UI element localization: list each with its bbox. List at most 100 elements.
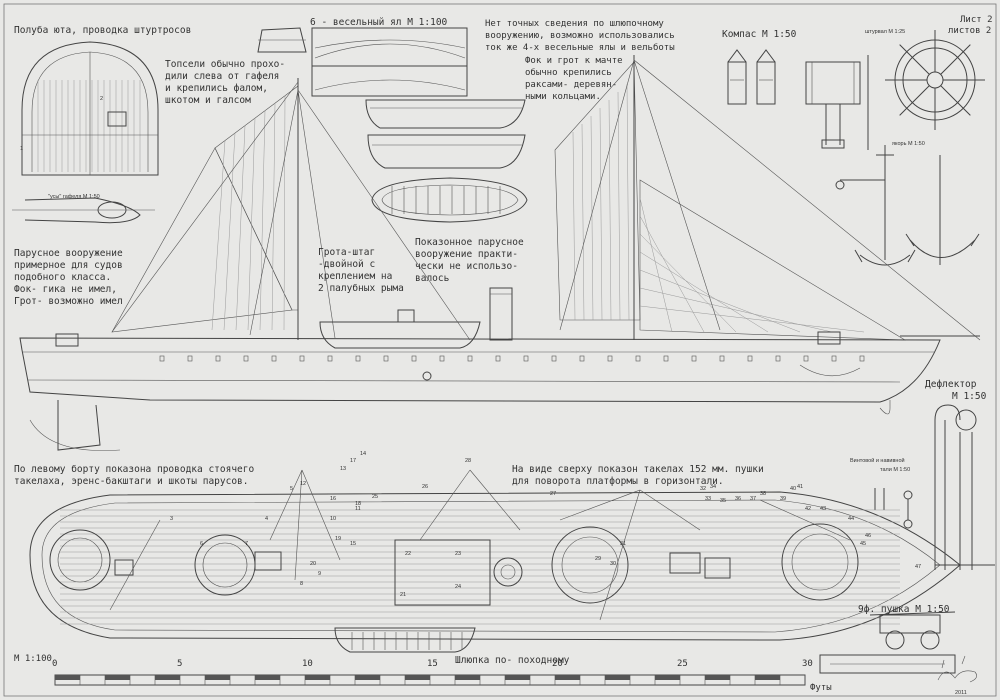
callout-number: 26 bbox=[422, 484, 428, 490]
shown-rig-note-line-4: валось bbox=[415, 273, 450, 284]
scale-tick-label: 30 bbox=[802, 659, 813, 669]
callout-number: 43 bbox=[820, 506, 826, 512]
no-data-note-line-1: Нет точных сведения по шлюпочному bbox=[485, 19, 664, 29]
callout-number: 15 bbox=[350, 541, 356, 547]
shown-rig-note-line-2: вооружение практи- bbox=[415, 249, 518, 260]
scale-tick-label: 5 bbox=[177, 659, 182, 669]
author-signature bbox=[937, 655, 977, 683]
no-data-note-line-2: вооружению, возможно использовались bbox=[485, 31, 675, 41]
callout-number: 17 bbox=[350, 458, 356, 464]
signature-year: 2011 bbox=[955, 690, 967, 696]
tackle-label-line-1: Винтовой и навивной bbox=[850, 457, 905, 464]
callout-number: 16 bbox=[330, 496, 336, 502]
callout-number: 25 bbox=[372, 494, 378, 500]
callout-number: 34 bbox=[710, 484, 716, 490]
callout-number: 2 bbox=[100, 96, 103, 102]
no-data-note-line-3: ток же 4-х весельные ялы и вельботы bbox=[485, 42, 675, 53]
callout-number: 12 bbox=[300, 481, 306, 487]
feet-label: Футы bbox=[810, 683, 832, 693]
six-oar-yawl-drawings bbox=[257, 27, 528, 223]
port-side-note-line-2: такелаха, эренс-бакштаги и шкоты парусов… bbox=[14, 476, 249, 487]
deck-plan-view bbox=[29, 469, 995, 653]
stay-note-line-4: 2 палубных рыма bbox=[318, 283, 404, 294]
callout-number: 41 bbox=[797, 484, 803, 490]
scale-tick-label: 15 bbox=[427, 659, 438, 669]
stay-note-line-1: Грота-штаг bbox=[318, 247, 375, 258]
fore-note-line-1: Фок и грот к мачте bbox=[525, 56, 623, 66]
callout-number: 45 bbox=[860, 541, 866, 547]
callout-number: 21 bbox=[400, 592, 406, 598]
callout-number: 28 bbox=[465, 458, 471, 464]
scale-bar bbox=[54, 674, 806, 686]
scale-tick-label: 20 bbox=[552, 659, 563, 669]
scale-tick-label: 25 bbox=[677, 659, 688, 669]
wheel-label: штурвал М 1:25 bbox=[865, 29, 905, 35]
topsail-note-line-1: Топсели обычно прохо- bbox=[165, 59, 285, 70]
top-view-note-line-2: для поворота платформы в горизонтали. bbox=[512, 476, 724, 487]
stay-note-line-3: креплением на bbox=[318, 271, 392, 282]
callout-number: 13 bbox=[340, 466, 346, 472]
callout-number: 22 bbox=[405, 551, 411, 557]
callout-number: 7 bbox=[245, 541, 248, 547]
callout-number: 39 bbox=[780, 496, 786, 502]
callout-number: 6 bbox=[200, 541, 203, 547]
callout-number: 24 bbox=[455, 584, 461, 590]
callout-number: 44 bbox=[848, 516, 854, 522]
callout-number: 8 bbox=[300, 581, 303, 587]
compass-drawing bbox=[727, 49, 776, 105]
poop-deck-plan bbox=[21, 41, 159, 176]
sheet-number: Лист 2 bbox=[960, 15, 993, 25]
shown-rig-note-line-1: Показонное парусное bbox=[415, 237, 524, 248]
sheet-count: листов 2 bbox=[948, 26, 991, 36]
rig-note-line-5: Грот- возможно имел bbox=[14, 296, 123, 307]
rig-note-line-3: подобного класса. bbox=[14, 272, 111, 283]
tackle-drawings bbox=[874, 488, 913, 529]
stay-note-line-2: -двойной с bbox=[318, 259, 375, 270]
callout-number: 4 bbox=[265, 516, 268, 522]
topsail-note-line-3: и крепились фалом, bbox=[165, 83, 268, 94]
fore-note-line-4: ными кольцами. bbox=[525, 92, 601, 102]
topsail-note-line-2: дили слева от гафеля bbox=[165, 71, 279, 82]
callout-number: 37 bbox=[750, 496, 756, 502]
tackle-label-line-2: тали М 1:50 bbox=[880, 467, 910, 473]
callout-number: 36 bbox=[735, 496, 741, 502]
port-side-note-line-1: По левому борту показона проводка стояче… bbox=[14, 464, 254, 475]
rig-note-line-1: Парусное вооружение bbox=[14, 248, 123, 259]
anchor-label: якорь М 1:50 bbox=[892, 141, 925, 147]
scale-tick-label: 0 bbox=[52, 659, 57, 669]
deflector-drawing bbox=[934, 404, 977, 570]
callout-number: 31 bbox=[620, 541, 626, 547]
rig-note-line-4: Фок- гика не имел, bbox=[14, 284, 117, 295]
top-view-note-line-1: На виде сверху показон такелах 152 мм. п… bbox=[512, 464, 764, 475]
launch-label: Шлюпка по- походному bbox=[455, 655, 570, 666]
deflector-scale: М 1:50 bbox=[952, 391, 987, 402]
callout-number: 32 bbox=[700, 486, 706, 492]
compass-label: Компас М 1:50 bbox=[722, 29, 797, 40]
callout-number: 10 bbox=[330, 516, 336, 522]
callout-number: 1 bbox=[20, 146, 23, 152]
deflector-label: Дефлектор bbox=[925, 379, 977, 390]
topsail-note-line-4: шкотом и галсом bbox=[165, 95, 251, 106]
side-elevation bbox=[19, 55, 981, 451]
shown-rig-note-line-3: чески не использо- bbox=[415, 261, 518, 272]
callout-number: 35 bbox=[720, 498, 726, 504]
callout-number: 42 bbox=[805, 506, 811, 512]
gaff-jaws-label: "усы" гафеля М 1:50 bbox=[48, 194, 100, 200]
steering-wheel-drawing bbox=[885, 30, 985, 130]
callout-number: 30 bbox=[610, 561, 616, 567]
gaff-jaws-detail bbox=[12, 197, 155, 224]
callout-number: 33 bbox=[705, 496, 711, 502]
callout-number: 5 bbox=[290, 486, 293, 492]
callout-number: 47 bbox=[915, 564, 921, 570]
steering-drum-drawing bbox=[805, 55, 869, 150]
callout-number: 23 bbox=[455, 551, 461, 557]
callout-number: 40 bbox=[790, 486, 796, 492]
gun-label: 9ф. пушка М 1:50 bbox=[858, 604, 950, 615]
callout-number: 46 bbox=[865, 533, 871, 539]
scale-label: М 1:100 bbox=[14, 654, 52, 664]
fore-note-line-2: обычно крепились bbox=[525, 67, 612, 78]
poop-deck-label: Полуба юта, проводка штуртросов bbox=[14, 25, 191, 36]
callout-number: 9 bbox=[318, 571, 321, 577]
